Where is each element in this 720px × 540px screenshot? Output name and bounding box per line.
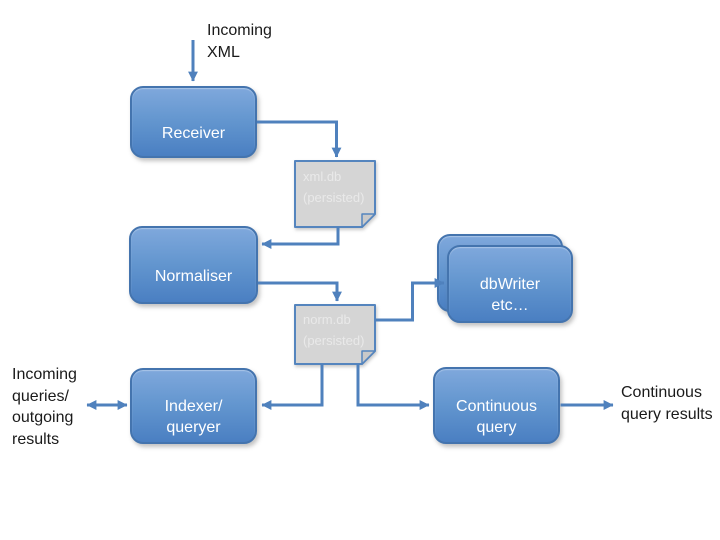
- node-normaliser-label: Normaliser: [154, 267, 233, 285]
- node-indexer-queryer: Indexer/ queryer: [130, 368, 257, 444]
- node-indexer-label-line1: Indexer/: [164, 398, 223, 415]
- annotation-incoming-queries-line2: queries/: [12, 387, 69, 405]
- annotation-incoming-queries: Incoming queries/ outgoing results: [12, 364, 77, 450]
- connector-normaliser-to-norm-db: [258, 281, 342, 302]
- node-dbwriter-label-line2: etc…: [491, 297, 529, 314]
- connector-norm-db-to-indexer: [261, 364, 324, 410]
- connector-xml-db-to-normaliser: [261, 227, 340, 249]
- node-normaliser: Normaliser: [129, 226, 258, 304]
- note-xml-db-label-line1: xml.db: [303, 169, 342, 184]
- annotation-incoming-xml: Incoming XML: [207, 20, 272, 64]
- annotation-incoming-queries-line1: Incoming: [12, 366, 77, 383]
- node-continuous-query: Continuous query: [433, 367, 560, 444]
- connector-norm-db-to-continuous-query: [356, 364, 430, 410]
- annotation-incoming-queries-line4: results: [12, 430, 60, 448]
- annotation-incoming-xml-line2: XML: [207, 44, 240, 61]
- note-norm-db-label-line1: norm.db: [303, 312, 351, 327]
- note-xml-db-fold-icon: [361, 213, 376, 228]
- annotation-continuous-results-line2: query results: [621, 406, 713, 423]
- node-dbwriter-label-line1: dbWriter: [479, 276, 541, 293]
- note-norm-db-fold-icon: [361, 350, 376, 365]
- connector-receiver-to-xml-db: [257, 120, 342, 158]
- node-continuous-label-line2: query: [476, 418, 517, 436]
- node-indexer-label-line2: queryer: [166, 419, 221, 436]
- note-xml-db-label: xml.db (persisted): [303, 166, 364, 208]
- note-norm-db-label-line2: (persisted): [303, 333, 365, 348]
- connector-norm-db-to-dbwriter: [375, 278, 445, 322]
- note-xml-db-label-line2: (persisted): [303, 190, 365, 205]
- annotation-continuous-results-line1: Continuous: [621, 384, 702, 401]
- node-receiver: Receiver: [130, 86, 257, 158]
- node-dbwriter: dbWriter etc…: [447, 245, 573, 323]
- node-continuous-label-line1: Continuous: [456, 397, 537, 415]
- note-norm-db-label: norm.db (persisted): [303, 309, 364, 351]
- annotation-incoming-queries-line3: outgoing: [12, 409, 74, 426]
- node-receiver-label: Receiver: [161, 124, 226, 142]
- annotation-incoming-xml-line1: Incoming: [207, 22, 272, 39]
- annotation-continuous-query-results: Continuous query results: [621, 382, 713, 426]
